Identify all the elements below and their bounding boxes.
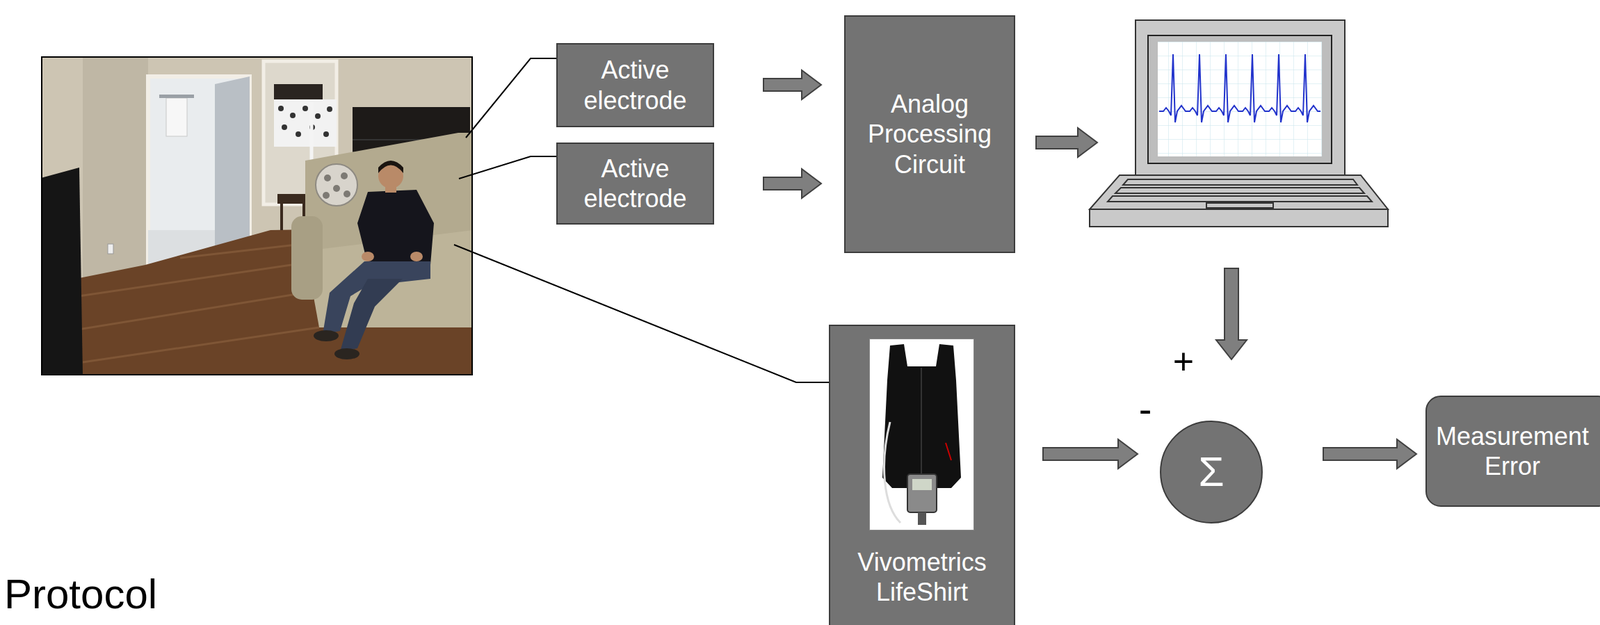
room-photo xyxy=(41,56,473,376)
lifeshirt-vest-picture xyxy=(869,338,975,531)
flow-arrows xyxy=(1036,127,1247,360)
summing-junction: Σ xyxy=(1158,419,1265,525)
circle-shape xyxy=(1160,421,1263,523)
ecg-trace xyxy=(1159,54,1321,123)
section-heading: Protocol xyxy=(4,571,158,618)
laptop-illustration xyxy=(1089,20,1388,227)
process-box: Active electrode xyxy=(556,43,715,128)
box-label: Active electrode xyxy=(563,153,708,214)
box-label: Analog Processing Circuit xyxy=(851,89,1009,180)
sign-label: - xyxy=(1138,388,1153,432)
box-label: Measurement Error xyxy=(1431,421,1594,482)
block-arrow xyxy=(1043,439,1138,469)
symbol-text: Σ xyxy=(1165,447,1258,498)
block-arrow xyxy=(763,168,822,199)
block-arrow xyxy=(763,70,822,100)
process-box: Analog Processing Circuit xyxy=(844,15,1016,254)
box-label: Active electrode xyxy=(563,54,708,115)
sign-label: + xyxy=(1173,342,1194,382)
box-label: Vivometrics LifeShirt xyxy=(835,547,1009,608)
process-box: Active electrode xyxy=(556,142,715,225)
block-arrow xyxy=(1323,439,1417,469)
output-box: Measurement Error xyxy=(1425,395,1600,507)
